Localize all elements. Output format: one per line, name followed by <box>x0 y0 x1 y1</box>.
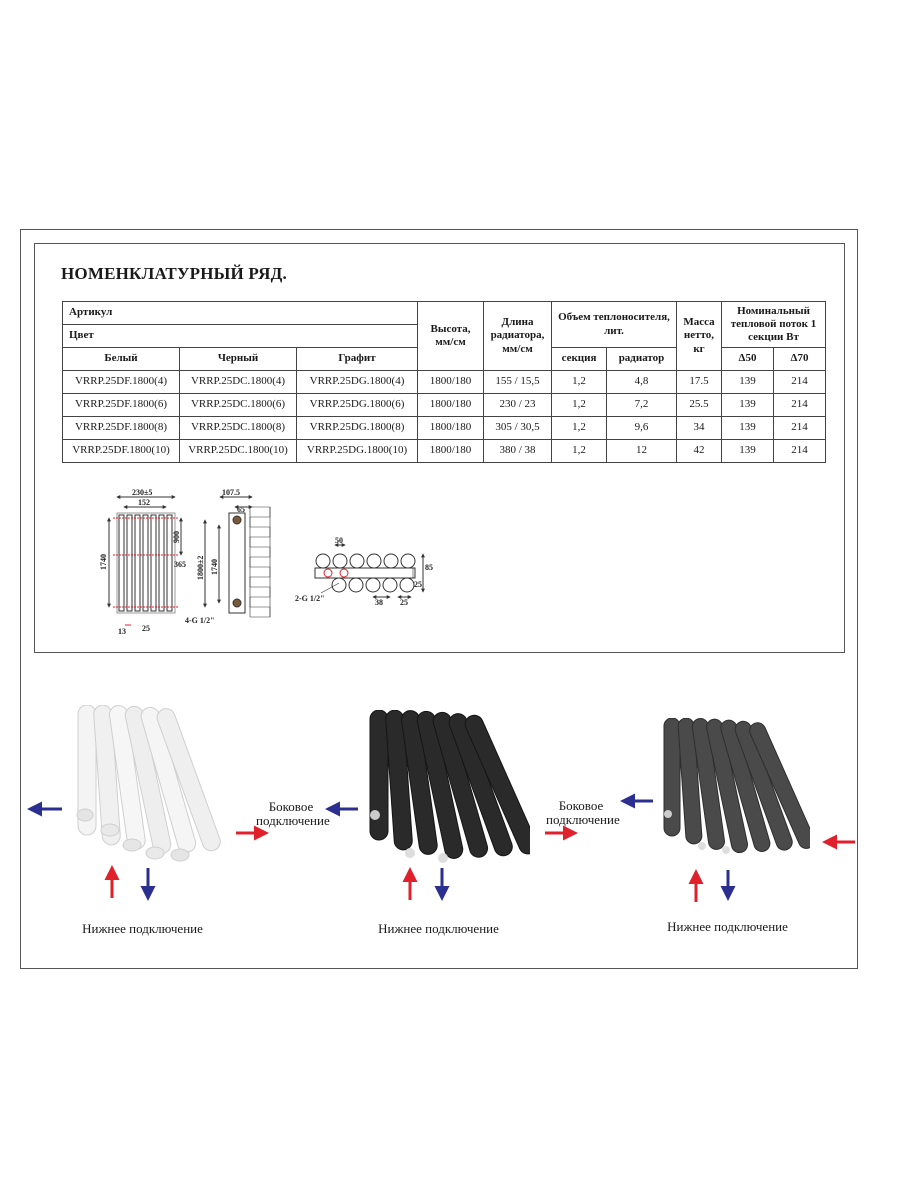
dim-side: 365 <box>174 560 186 569</box>
side-connection-label: Боковое подключение <box>256 799 330 829</box>
cell-d70: 214 <box>773 370 826 394</box>
cell-length: 305 / 30,5 <box>483 416 552 440</box>
cell-d50: 139 <box>721 439 774 463</box>
header-section: секция <box>551 347 607 371</box>
side-view-drawing <box>203 495 271 618</box>
dim-pitch: 50 <box>335 536 343 545</box>
header-radiator: радиатор <box>606 347 677 371</box>
top-thread-label: 2-G 1/2" <box>295 594 325 603</box>
cell-white: VRRP.25DF.1800(6) <box>62 393 180 417</box>
dim-spacing: 38 <box>375 598 383 607</box>
graphite-radiator-photo <box>663 718 810 854</box>
dim-height-left: 1740 <box>99 554 108 570</box>
table-row: VRRP.25DF.1800(4) VRRP.25DC.1800(4) VRRP… <box>62 370 826 394</box>
dim-top-height: 85 <box>425 563 433 572</box>
cell-black: VRRP.25DC.1800(6) <box>179 393 297 417</box>
cell-white: VRRP.25DF.1800(10) <box>62 439 180 463</box>
header-length: Длина радиатора, мм/см <box>483 301 552 371</box>
dim-bottom-a: 13 <box>118 627 126 636</box>
black-bottom-connection-label: Нижнее подключение <box>378 921 499 936</box>
header-d50: Δ50 <box>721 347 774 371</box>
white-bottom-connection-label: Нижнее подключение <box>82 921 203 936</box>
header-black: Черный <box>179 347 297 371</box>
cell-radiator: 7,2 <box>606 393 677 417</box>
cell-d50: 139 <box>721 370 774 394</box>
cell-radiator: 9,6 <box>606 416 677 440</box>
cell-d70: 214 <box>773 393 826 417</box>
dim-depth-inner: 65 <box>237 505 245 514</box>
side-connection-label-2: Боковое подключение <box>546 798 620 828</box>
cell-section: 1,2 <box>551 439 607 463</box>
header-d70: Δ70 <box>773 347 826 371</box>
spec-table: Артикул Высота, мм/см Длина радиатора, м… <box>62 301 826 463</box>
header-volume: Объем теплоносителя, лит. <box>551 301 677 348</box>
cell-black: VRRP.25DC.1800(4) <box>179 370 297 394</box>
cell-graphite: VRRP.25DG.1800(8) <box>296 416 418 440</box>
cell-length: 230 / 23 <box>483 393 552 417</box>
dim-width-inner: 152 <box>138 498 150 507</box>
cell-white: VRRP.25DF.1800(8) <box>62 416 180 440</box>
header-flow: Номинальный тепловой поток 1 секции Вт <box>721 301 826 348</box>
cell-black: VRRP.25DC.1800(10) <box>179 439 297 463</box>
cell-height: 1800/180 <box>417 416 484 440</box>
flow-arrows <box>27 793 855 902</box>
graphite-bottom-connection-label: Нижнее подключение <box>667 919 788 934</box>
cell-d70: 214 <box>773 416 826 440</box>
cell-mass: 25.5 <box>676 393 722 417</box>
front-view-drawing <box>107 495 183 626</box>
dim-width-total: 230±5 <box>132 488 152 497</box>
dim-height-inner: 1740 <box>210 559 219 575</box>
cell-d50: 139 <box>721 416 774 440</box>
header-white: Белый <box>62 347 180 371</box>
dim-top-side: 25 <box>414 580 422 589</box>
table-row: VRRP.25DF.1800(6) VRRP.25DC.1800(6) VRRP… <box>62 393 826 417</box>
white-radiator-photo <box>76 705 221 862</box>
outer-frame <box>20 229 858 969</box>
cell-height: 1800/180 <box>417 393 484 417</box>
page-title: НОМЕНКЛАТУРНЫЙ РЯД. <box>61 264 287 283</box>
cell-mass: 42 <box>676 439 722 463</box>
header-color: Цвет <box>62 324 418 348</box>
cell-d50: 139 <box>721 393 774 417</box>
header-article: Артикул <box>62 301 418 325</box>
cell-white: VRRP.25DF.1800(4) <box>62 370 180 394</box>
cell-radiator: 4,8 <box>606 370 677 394</box>
dim-height-right: 900 <box>172 531 181 543</box>
black-radiator-photo <box>369 710 530 863</box>
top-view-drawing <box>314 543 425 599</box>
cell-mass: 17.5 <box>676 370 722 394</box>
dim-bottom-b: 25 <box>142 624 150 633</box>
thread-label: 4-G 1/2" <box>185 616 215 625</box>
cell-mass: 34 <box>676 416 722 440</box>
header-height: Высота, мм/см <box>417 301 484 371</box>
dim-height-outer: 1800±2 <box>196 556 205 580</box>
cell-graphite: VRRP.25DG.1800(4) <box>296 370 418 394</box>
cell-graphite: VRRP.25DG.1800(10) <box>296 439 418 463</box>
cell-length: 155 / 15,5 <box>483 370 552 394</box>
specs-frame <box>34 243 845 653</box>
table-row: VRRP.25DF.1800(10) VRRP.25DC.1800(10) VR… <box>62 439 826 463</box>
cell-d70: 214 <box>773 439 826 463</box>
cell-radiator: 12 <box>606 439 677 463</box>
header-graphite: Графит <box>296 347 418 371</box>
cell-section: 1,2 <box>551 416 607 440</box>
dim-top-bottom: 25 <box>400 598 408 607</box>
cell-section: 1,2 <box>551 370 607 394</box>
cell-height: 1800/180 <box>417 370 484 394</box>
cell-height: 1800/180 <box>417 439 484 463</box>
cell-section: 1,2 <box>551 393 607 417</box>
dim-depth: 107.5 <box>222 488 240 497</box>
header-mass: Масса нетто, кг <box>676 301 722 371</box>
cell-length: 380 / 38 <box>483 439 552 463</box>
table-row: VRRP.25DF.1800(8) VRRP.25DC.1800(8) VRRP… <box>62 416 826 440</box>
technical-drawings: 230±5 152 1740 900 365 13 25 107.5 65 18… <box>99 488 433 636</box>
cell-graphite: VRRP.25DG.1800(6) <box>296 393 418 417</box>
cell-black: VRRP.25DC.1800(8) <box>179 416 297 440</box>
